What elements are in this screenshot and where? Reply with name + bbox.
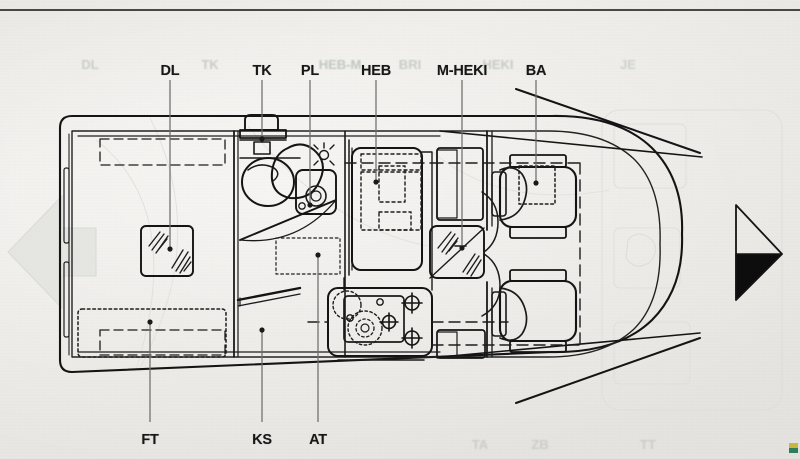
leader-dot-ft: [147, 319, 153, 325]
hob-burners: [379, 292, 423, 349]
callout-label-ks: KS: [252, 432, 272, 448]
toilet-flush-button: [298, 202, 306, 210]
seat-lower-headrest: [509, 340, 567, 353]
roof-hatch-mheki-glass-hatching: [437, 231, 482, 277]
leader-dot-ks: [259, 327, 265, 333]
toilet-bowl: [305, 185, 327, 207]
seat-lower-armrest: [491, 291, 507, 337]
washbasin-tap: [247, 164, 279, 182]
rear-window-lower: [63, 261, 70, 338]
wardrobe-shelf-outline: [378, 211, 412, 231]
washroom-floor-outline: [275, 237, 341, 275]
washroom-door-panel: [239, 199, 337, 241]
step-well-edge: [481, 191, 499, 253]
roof-vent-tk-duct: [253, 141, 271, 155]
rear-window-upper: [63, 167, 70, 244]
roof-hatch-dl: [140, 225, 194, 277]
leader-dot-heb: [373, 179, 379, 185]
callout-label-heb: HEB: [360, 63, 392, 79]
kitchen-knob-a: [376, 298, 384, 306]
sink-plug: [360, 323, 370, 333]
roof-vent-tk: [244, 114, 279, 131]
leader-dot-pl: [307, 202, 313, 208]
step-well-edge-lower: [481, 253, 501, 317]
leader-dot-ba: [533, 180, 539, 186]
leader-dot-tk: [259, 136, 265, 142]
shower-tray: [270, 143, 324, 200]
leader-dot-m-heki: [459, 245, 465, 251]
callout-label-ft: FT: [141, 432, 159, 448]
callout-label-at: AT: [309, 432, 327, 448]
seat-upper-backrest: [499, 166, 528, 221]
roof-hatch-mheki-diagonal: [429, 227, 485, 279]
lifting-bed-outline-top: [360, 153, 422, 171]
wardrobe-block: [351, 147, 423, 271]
direction-arrow-filled-half: [735, 253, 783, 301]
seat-upper-swivel-outline: [518, 165, 556, 205]
cab-lower-sweep: [515, 337, 701, 404]
callout-label-ba: BA: [525, 63, 547, 79]
corridor-edge: [419, 151, 433, 291]
callout-label-pl: PL: [300, 63, 320, 79]
seat-lower-backrest: [499, 287, 528, 342]
toilet-bowl-inner: [310, 190, 322, 202]
seat-upper-armrest: [491, 171, 507, 217]
table-top-edge: [236, 286, 302, 302]
windscreen-line-upper: [515, 88, 701, 154]
windscreen-line-lower: [439, 130, 703, 158]
leader-dot-dl: [167, 246, 173, 252]
vehicle-inner-floor: [71, 130, 661, 358]
mid-cabinet-upper-door: [436, 149, 458, 219]
table-top-edge-2: [237, 293, 301, 307]
toilet-unit: [295, 169, 337, 215]
roof-hatch-dl-glass-hatching: [148, 231, 192, 274]
rear-bed-base: [99, 329, 226, 356]
page-top-rule: [0, 9, 800, 11]
sink-bowl-lower: [347, 310, 383, 346]
shower-head-icon: [313, 142, 335, 166]
callout-label-tk: TK: [252, 63, 272, 79]
sink-drain: [355, 318, 375, 338]
callout-label-m-heki: M-HEKI: [436, 63, 488, 79]
kitchen-knob-b: [346, 314, 354, 322]
callout-label-dl: DL: [160, 63, 180, 79]
seat-upper-base: [509, 226, 567, 239]
washbasin-bowl: [241, 157, 295, 207]
overhead-locker-rear-upper: [99, 138, 226, 166]
leader-dot-at: [315, 252, 321, 258]
lifting-bed-outline: [360, 171, 422, 231]
lifting-bed-inner: [378, 165, 406, 203]
washroom-door-swing-arc: [239, 199, 337, 242]
fresh-water-tank-zone: [77, 308, 227, 358]
